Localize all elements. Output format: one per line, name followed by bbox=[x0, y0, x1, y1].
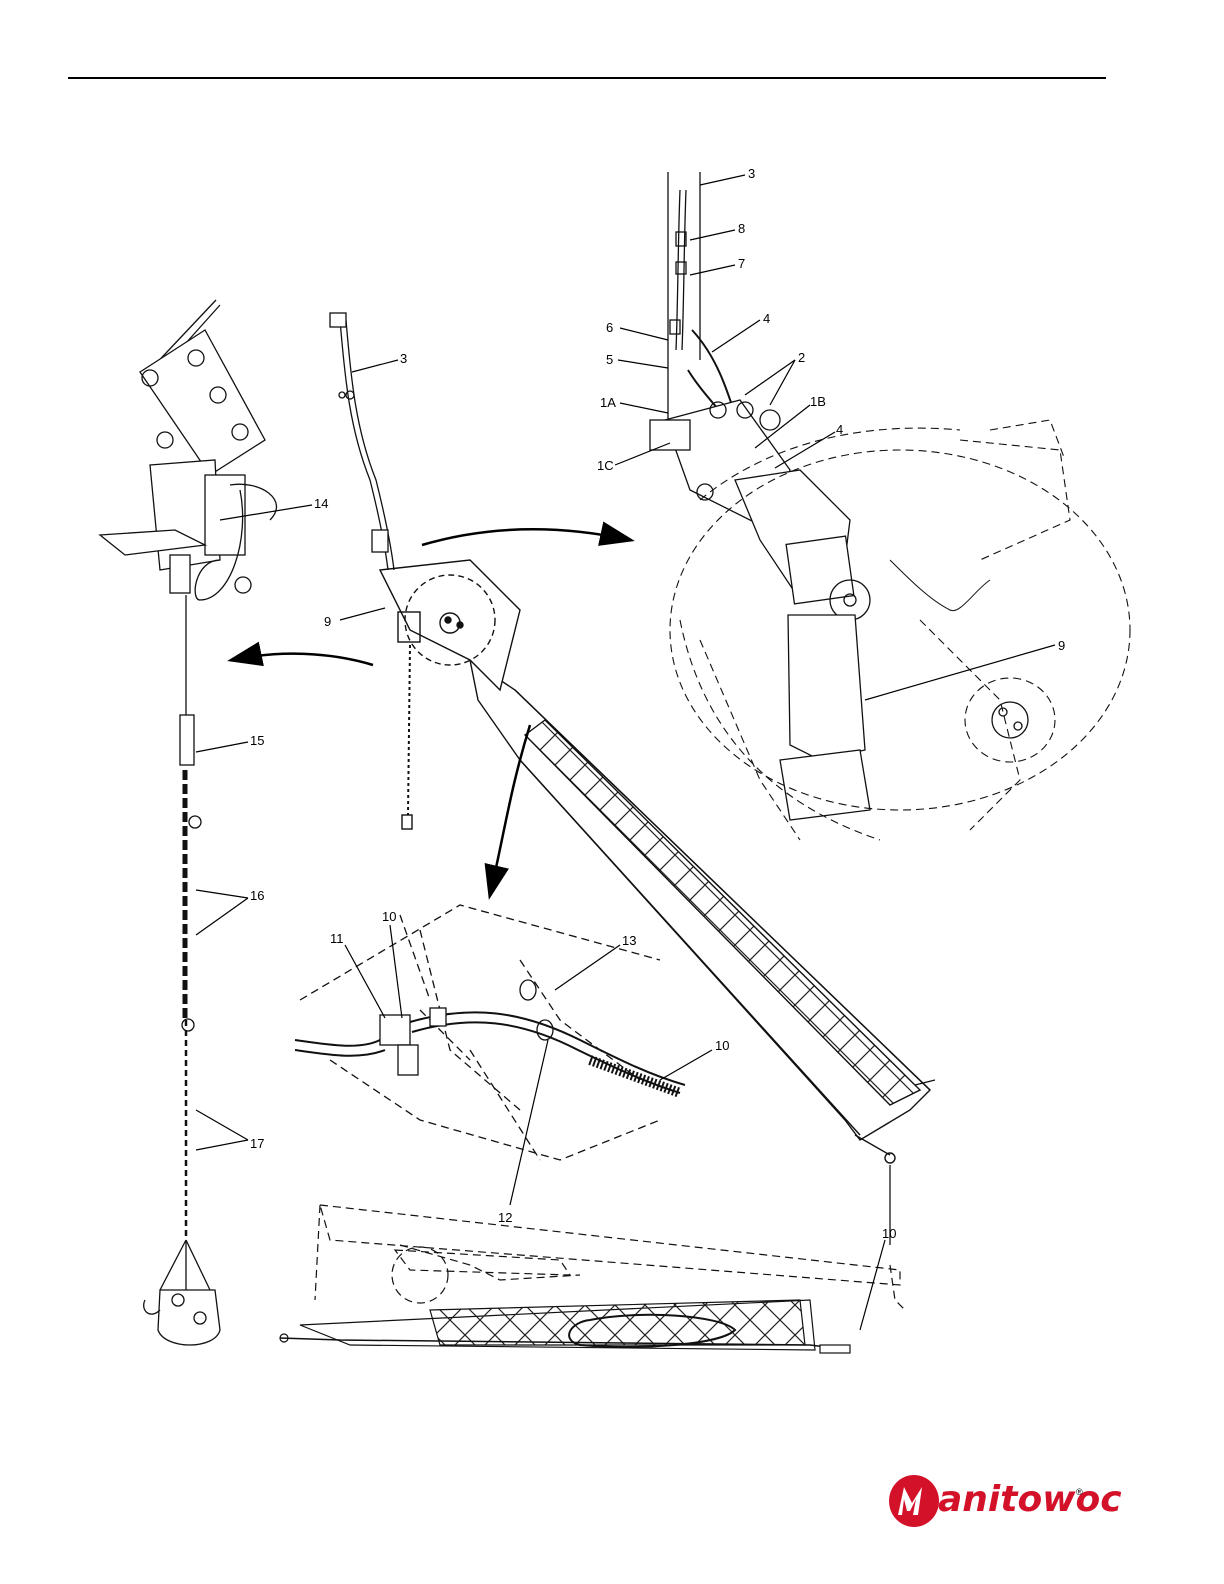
cable-3-center bbox=[330, 313, 394, 570]
callout-9-center: 9 bbox=[324, 614, 331, 629]
chain bbox=[160, 770, 210, 1290]
callout-5: 5 bbox=[606, 352, 613, 367]
callout-8: 8 bbox=[738, 221, 745, 236]
callout-labels: 3 8 7 6 4 5 2 1A 1B 4 1C 3 14 9 9 15 16 … bbox=[250, 166, 1065, 1241]
callout-17: 17 bbox=[250, 1136, 264, 1151]
boom-side-view bbox=[280, 1205, 905, 1353]
callout-6: 6 bbox=[606, 320, 613, 335]
callout-13: 13 bbox=[622, 933, 636, 948]
anemometer-mount-detail bbox=[650, 172, 1130, 840]
registered-mark: ® bbox=[1076, 1487, 1083, 1497]
callout-1c: 1C bbox=[597, 458, 614, 473]
callout-3-center: 3 bbox=[400, 351, 407, 366]
callout-2: 2 bbox=[798, 350, 805, 365]
manitowoc-logo: anitowoc ® bbox=[888, 1473, 1088, 1533]
leader-lines bbox=[196, 175, 1055, 1330]
callout-12: 12 bbox=[498, 1210, 512, 1225]
callout-10-bottom: 10 bbox=[882, 1226, 896, 1241]
callout-10-middle-top: 10 bbox=[382, 909, 396, 924]
logo-wordmark: anitowoc bbox=[938, 1479, 1122, 1520]
callout-10-middle-right: 10 bbox=[715, 1038, 729, 1053]
callout-1a: 1A bbox=[600, 395, 616, 410]
callout-7: 7 bbox=[738, 256, 745, 271]
callout-16: 16 bbox=[250, 888, 264, 903]
manitowoc-m-mark-icon bbox=[888, 1473, 940, 1529]
callout-4-lower: 4 bbox=[836, 422, 843, 437]
callout-14: 14 bbox=[314, 496, 328, 511]
callout-3-top: 3 bbox=[748, 166, 755, 181]
callout-4-upper: 4 bbox=[763, 311, 770, 326]
callout-1b: 1B bbox=[810, 394, 826, 409]
control-box-detail bbox=[100, 300, 276, 1345]
callout-9-right: 9 bbox=[1058, 638, 1065, 653]
callout-15: 15 bbox=[250, 733, 264, 748]
callout-11: 11 bbox=[330, 931, 344, 946]
